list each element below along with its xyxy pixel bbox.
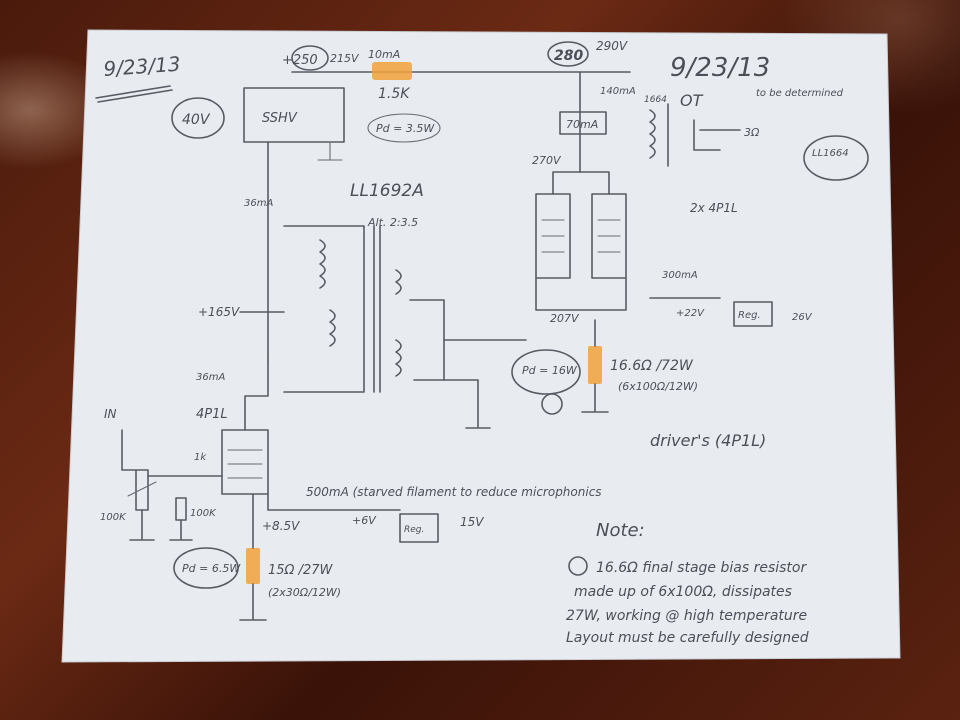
transformer-label: LL1692A — [350, 181, 424, 201]
ot-note: to be determined — [756, 88, 844, 99]
ot-label: OT — [680, 91, 704, 110]
b-plus-right-voltage: 290V — [596, 39, 628, 53]
top-resistor-value: 1.5K — [378, 86, 411, 102]
driver-tube-label: 4P1L — [196, 407, 228, 422]
b-plus-right-label: 280 — [554, 48, 583, 64]
grid-resistor-value: 100K — [190, 508, 217, 519]
driver-tube-elements — [227, 449, 263, 479]
note-line-3: 27W, working @ high temperature — [566, 608, 807, 624]
driver-reg-label: Reg. — [404, 525, 424, 535]
sshv-ground — [317, 141, 343, 161]
ot-ll-label: 1664 — [644, 95, 667, 105]
ot-current-box — [559, 111, 607, 135]
tubes-label: 2x 4P1L — [690, 201, 738, 215]
v-228-label: +22V — [676, 308, 705, 319]
bias-footnote-marker — [541, 393, 563, 415]
cathode-resistor-composition: (2x30Ω/12W) — [268, 586, 341, 599]
sshv-label: SSHV — [262, 111, 298, 126]
v-207-label: 207V — [550, 312, 580, 325]
top-resistor-power: Pd = 3.5W — [376, 122, 435, 135]
v-85-label: +8.5V — [262, 519, 300, 533]
filament-note: 500mA (starved filament to reduce microp… — [306, 485, 602, 499]
current-36b-label: 36mA — [196, 372, 225, 383]
b-plus-left-label: +250 — [282, 53, 318, 68]
driver-filament-line — [267, 493, 401, 511]
v-165-label: +165V — [198, 305, 240, 319]
note-title: Note: — [596, 520, 645, 541]
transformer-frame — [283, 225, 365, 393]
ot-current-label: 140mA — [600, 86, 636, 97]
sshv-tag: 40V — [182, 112, 211, 128]
cathode-power: Pd = 6.5W — [182, 562, 241, 575]
driver-plate-line — [244, 359, 269, 431]
paper-sheet — [61, 29, 901, 663]
current-1300-label: 300mA — [662, 270, 698, 281]
cathode-resistor-value: 15Ω /27W — [268, 563, 334, 578]
note-footnote-marker — [568, 556, 588, 576]
filament-reg-box — [733, 301, 773, 327]
filament-reg-label: Reg. — [738, 310, 761, 321]
ot-primary-coil — [649, 109, 656, 159]
driver-reg-box — [399, 513, 439, 543]
grid-stopper-value: 1k — [194, 452, 207, 463]
bias-resistor-highlight — [588, 346, 602, 384]
top-resistor-power-circle — [367, 113, 441, 143]
ot-current-box-label: 70mA — [566, 118, 598, 131]
filament-voltage: 26V — [792, 312, 813, 323]
top-resistor-highlight — [372, 62, 412, 80]
driver-reg-voltage: 15V — [460, 515, 484, 529]
bias-resistor-power-circle — [511, 349, 581, 395]
pot-value: 100K — [100, 512, 127, 523]
tube-elements — [541, 219, 621, 253]
b-plus-circle-right — [547, 41, 589, 67]
ot-secondary — [693, 119, 741, 151]
bias-resistor-composition: (6x100Ω/12W) — [618, 380, 698, 393]
v-270-label: 270V — [532, 154, 562, 167]
b-plus-circle-left — [291, 45, 329, 71]
pot-wiper — [127, 481, 157, 497]
note-line-4: Layout must be carefully designed — [566, 630, 809, 646]
ot-alt-label: LL1664 — [812, 148, 849, 159]
date-underline-2 — [97, 89, 173, 103]
transformer-ground — [443, 379, 491, 429]
input-label: IN — [104, 407, 117, 421]
output-tube-1 — [535, 193, 571, 279]
input-grounds — [129, 509, 193, 541]
cathode-resistor-highlight — [246, 548, 260, 584]
sshv-box — [243, 87, 345, 143]
date-left: 9/23/13 — [103, 52, 182, 81]
bias-resistor-value: 16.6Ω /72W — [610, 358, 694, 374]
cathode-power-circle — [173, 547, 239, 589]
cathode-resistor-leads — [239, 493, 267, 621]
bias-resistor-leads — [581, 319, 609, 413]
date-underline — [95, 85, 171, 99]
date-right: 9/23/13 — [670, 53, 770, 83]
note-line-2: made up of 6x100Ω, dissipates — [574, 584, 792, 600]
plus-6v-label: +6V — [352, 514, 377, 527]
bias-resistor-power: Pd = 16W — [522, 364, 578, 377]
top-current-label: 10mA — [368, 48, 400, 61]
driver-note: driver's (4P1L) — [650, 431, 766, 450]
ot-alt-circle — [803, 135, 869, 181]
ot-tap-label: 3Ω — [744, 126, 760, 139]
cathode-rail — [535, 277, 627, 311]
input-line — [121, 429, 137, 471]
current-36-label: 36mA — [244, 198, 273, 209]
plate-connection — [552, 171, 610, 195]
transformer-primary-coil — [319, 239, 336, 347]
note-line-1: 16.6Ω final stage bias resistor — [596, 560, 807, 576]
transformer-secondary-coil — [395, 269, 402, 377]
sshv-tag-circle — [171, 97, 225, 139]
b-plus-left-voltage: 215V — [330, 52, 360, 65]
